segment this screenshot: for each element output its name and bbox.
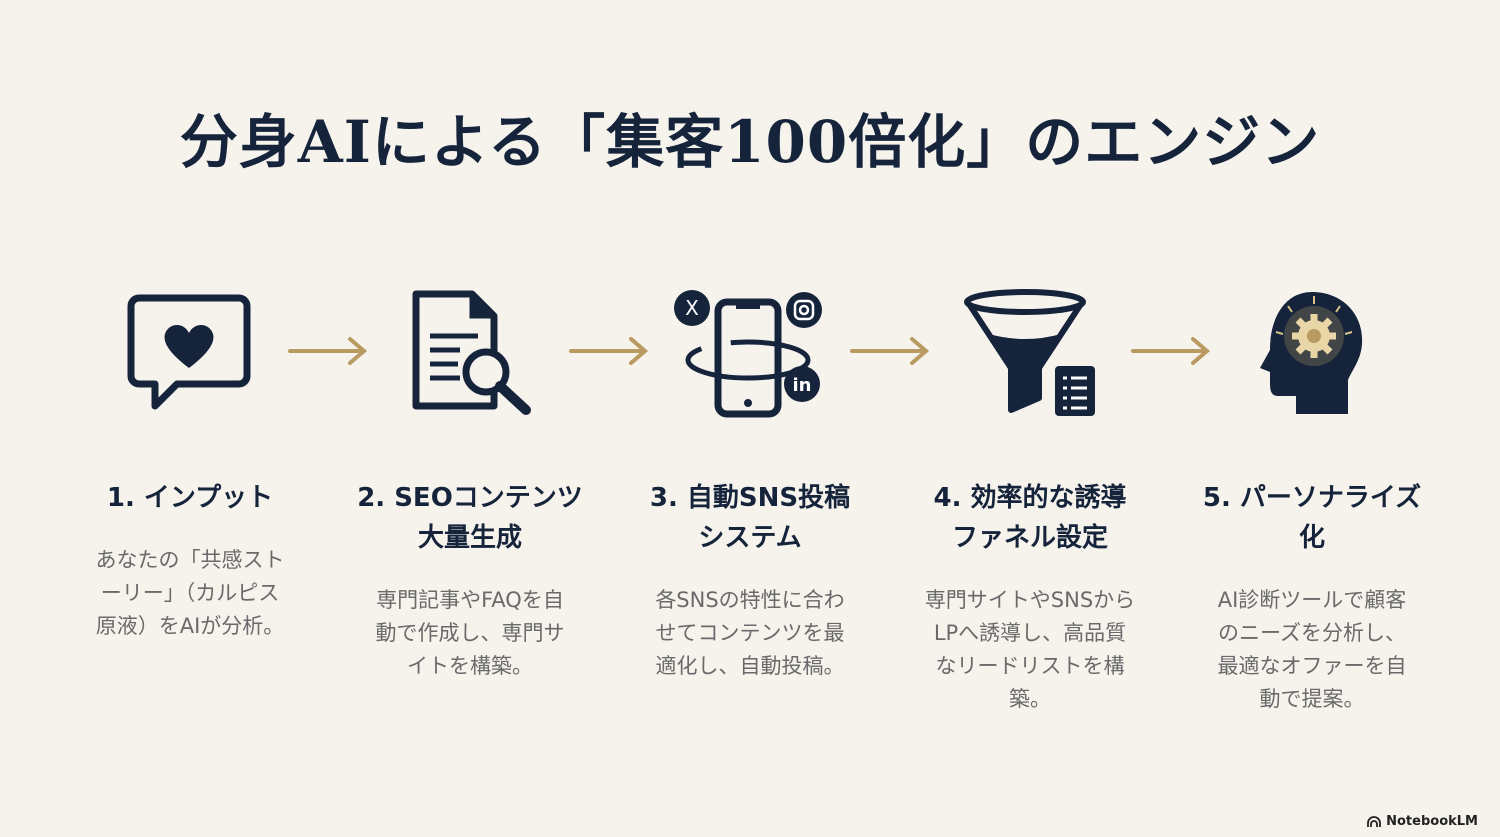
arrow-right-icon [288,337,368,365]
funnel-list-icon [900,285,1160,420]
arrow-right-icon [850,337,930,365]
step-desc-line: 各SNSの特性に合わ [655,588,845,612]
step-desc-line: のニーズを分析し、 [1218,621,1406,645]
step-title: 大量生成 [417,523,522,553]
step-title: 4. 効率的な誘導 [933,483,1127,513]
svg-text:X: X [685,296,699,320]
step-title: 5. パーソナライズ [1202,483,1422,513]
page-title: 分身AIによる「集客100倍化」のエンジン [179,108,1321,176]
step-desc-line: あなたの「共感スト [95,548,285,572]
step-desc-line: 動で作成し、専門サ [375,621,565,645]
step-desc-line: イトを構築。 [407,654,533,678]
step-seo-content: 2. SEOコンテンツ 大量生成 専門記事やFAQを自 動で作成し、専門サ イト… [340,285,600,683]
step-title: 2. SEOコンテンツ [357,483,583,513]
head-gear-icon [1182,285,1442,420]
step-desc-line: ーリー」（カルピス [100,581,280,605]
step-title: 3. 自動SNS投稿 [649,483,851,513]
step-desc-line: 動で提案。 [1259,687,1365,711]
step-input: 1. インプット あなたの「共感スト ーリー」（カルピス 原液）をAIが分析。 [60,285,320,643]
step-personalize: 5. パーソナライズ 化 AI診断ツールで顧客 のニーズを分析し、 最適なオファ… [1182,285,1442,716]
step-desc-line: 最適なオファーを自 [1217,654,1407,678]
step-desc-line: 適化し、自動投稿。 [655,654,845,678]
step-funnel: 4. 効率的な誘導 ファネル設定 専門サイトやSNSから LPへ誘導し、高品質 … [900,285,1160,716]
step-desc-line: AI診断ツールで顧客 [1217,588,1407,612]
step-desc-line: 専門記事やFAQを自 [376,588,564,612]
step-desc-line: せてコンテンツを最 [655,621,845,645]
arrow-right-icon [569,337,649,365]
step-desc-line: 築。 [1009,687,1051,711]
step-title: 1. インプット [106,483,274,513]
arrow-right-icon [1131,337,1211,365]
step-desc-line: LPへ誘導し、高品質 [933,621,1127,645]
brand-label: NotebookLM [1386,814,1478,829]
step-title: ファネル設定 [951,523,1108,553]
notebooklm-watermark: NotebookLM [1366,814,1478,829]
heart-speech-bubble-icon [60,285,320,420]
step-title: 化 [1298,523,1325,553]
step-title: システム [698,523,802,553]
notebooklm-logo-icon [1367,815,1382,827]
step-desc-line: 原液）をAIが分析。 [95,614,285,638]
step-desc-line: なリードリストを構 [935,654,1125,678]
svg-text:in: in [793,375,812,396]
step-desc-line: 専門サイトやSNSから [924,588,1136,612]
document-search-icon [340,285,600,420]
